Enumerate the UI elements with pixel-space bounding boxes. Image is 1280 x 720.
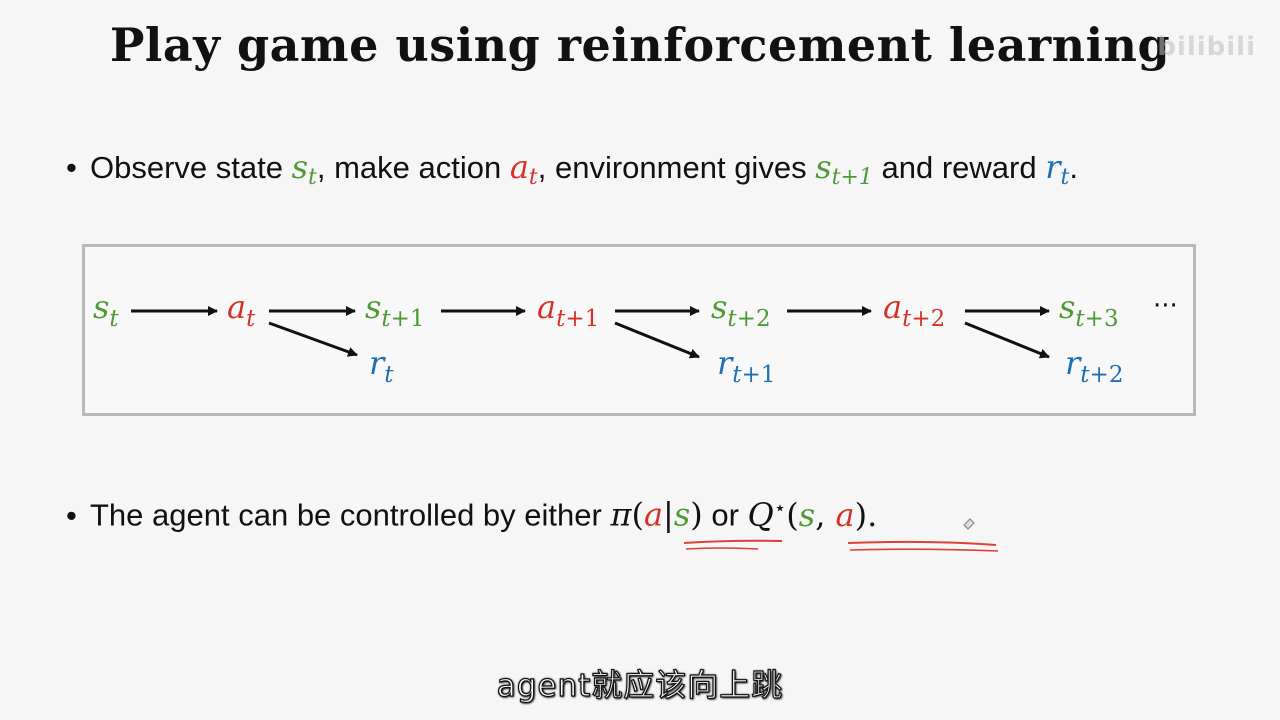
node-symbol: s bbox=[711, 288, 728, 326]
bullet2-text-or: or bbox=[702, 497, 748, 533]
node-subscript: t+1 bbox=[732, 362, 776, 388]
trajectory-node-a-t-plus-1: at+1 bbox=[537, 288, 599, 331]
math-paren: ). bbox=[854, 495, 878, 534]
node-subscript: t bbox=[109, 306, 119, 332]
math-q-symbol: Q bbox=[747, 495, 774, 534]
math-pi-symbol: π bbox=[610, 495, 632, 534]
trajectory-node-s-t-plus-2: st+2 bbox=[711, 288, 771, 331]
bullet-agent-control: • The agent can be controlled by either π… bbox=[66, 495, 877, 534]
underline-policy-2 bbox=[685, 547, 759, 550]
bullet1-text-2: , make action bbox=[316, 150, 510, 185]
math-r-t: rt bbox=[1045, 148, 1069, 189]
math-s-symbol: s bbox=[815, 148, 832, 186]
node-subscript: t bbox=[246, 306, 256, 332]
bilibili-watermark: bilibili bbox=[1157, 32, 1256, 62]
bullet1-text-3: , environment gives bbox=[537, 150, 816, 185]
math-a-symbol: a bbox=[835, 495, 855, 534]
math-s-t: st bbox=[291, 148, 317, 189]
math-paren: ( bbox=[631, 495, 644, 534]
math-sub-t: t bbox=[1060, 165, 1070, 190]
node-subscript: t+2 bbox=[902, 306, 946, 332]
bullet1-text-4: and reward bbox=[872, 150, 1046, 185]
trajectory-node-s-t: st bbox=[93, 288, 119, 331]
pen-cursor-icon bbox=[963, 518, 975, 530]
math-bar: | bbox=[663, 495, 674, 534]
math-paren: ( bbox=[786, 495, 799, 534]
node-symbol: a bbox=[883, 288, 903, 326]
math-comma: , bbox=[815, 495, 836, 534]
slide-title: Play game using reinforcement learning bbox=[109, 18, 1171, 72]
node-symbol: r bbox=[369, 344, 385, 382]
trajectory-node-a-t: at bbox=[227, 288, 255, 331]
bullet2-text-1: The agent can be controlled by either bbox=[90, 497, 611, 533]
underline-q-2 bbox=[849, 548, 999, 552]
node-subscript: t bbox=[384, 362, 394, 388]
math-a-symbol: a bbox=[643, 495, 664, 534]
math-policy: π(a|s) bbox=[610, 496, 702, 534]
trajectory-node-r-t: rt bbox=[369, 344, 394, 387]
bullet-dot-icon: • bbox=[66, 497, 77, 533]
node-subscript: t+1 bbox=[556, 306, 600, 332]
trajectory-arrows bbox=[131, 306, 1050, 359]
node-symbol: s bbox=[365, 288, 382, 326]
math-sub-t: t bbox=[528, 165, 538, 190]
node-subscript: t+3 bbox=[1075, 306, 1119, 332]
math-sub-t: t bbox=[308, 165, 317, 190]
trajectory-node-a-t-plus-2: at+2 bbox=[883, 288, 945, 331]
math-sub-t-plus-1: t+1 bbox=[831, 165, 873, 190]
node-subscript: t+1 bbox=[381, 306, 425, 332]
node-symbol: r bbox=[717, 344, 733, 382]
bullet1-text-1: Observe state bbox=[90, 150, 292, 185]
node-symbol: s bbox=[1059, 288, 1076, 326]
underline-q bbox=[847, 540, 997, 546]
arrow-a-t-plus-1-to-r-t-plus-1 bbox=[614, 321, 700, 359]
trajectory-node-s-t-plus-3: st+3 bbox=[1059, 288, 1119, 331]
node-subscript: t+2 bbox=[727, 306, 771, 332]
math-r-symbol: r bbox=[1045, 148, 1061, 186]
underline-policy bbox=[683, 539, 783, 544]
trajectory-node-r-t-plus-1: rt+1 bbox=[717, 344, 775, 387]
node-symbol: r bbox=[1065, 344, 1081, 382]
math-a-t: at bbox=[509, 148, 538, 189]
node-symbol: a bbox=[227, 288, 247, 326]
math-paren: ) bbox=[690, 495, 703, 534]
node-symbol: a bbox=[537, 288, 557, 326]
arrow-a-t-plus-2-to-r-t-plus-2 bbox=[964, 321, 1050, 359]
trajectory-node-s-t-plus-1: st+1 bbox=[365, 288, 425, 331]
bullet1-text-5: . bbox=[1069, 150, 1078, 185]
bullet-observe-state: •Observe state st, make action at, envir… bbox=[66, 148, 1078, 189]
node-symbol: s bbox=[93, 288, 110, 326]
math-s-symbol: s bbox=[673, 495, 691, 534]
bullet-dot-icon: • bbox=[66, 150, 77, 185]
math-q-star: Q⋆(s, a). bbox=[747, 495, 878, 534]
math-a-symbol: a bbox=[509, 148, 529, 186]
math-star: ⋆ bbox=[773, 495, 787, 519]
math-s-symbol: s bbox=[291, 148, 309, 186]
trajectory-node-r-t-plus-2: rt+2 bbox=[1065, 344, 1123, 387]
ellipsis: ··· bbox=[1153, 291, 1178, 321]
math-s-symbol: s bbox=[798, 495, 816, 534]
node-subscript: t+2 bbox=[1080, 362, 1124, 388]
math-s-t-plus-1: st+1 bbox=[815, 148, 873, 189]
arrow-a-t-to-r-t bbox=[268, 321, 358, 357]
video-subtitle: agent就应该向上跳 bbox=[496, 667, 784, 704]
